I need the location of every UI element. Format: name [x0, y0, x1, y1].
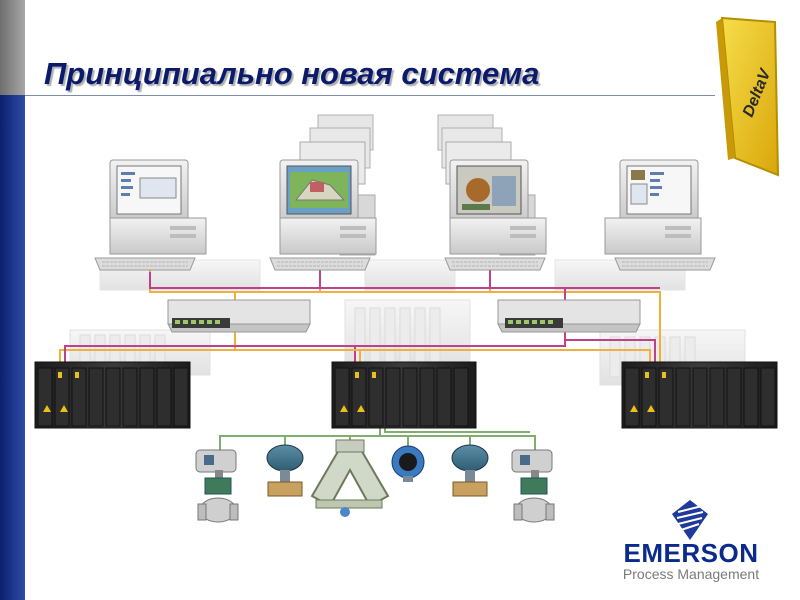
title-divider	[25, 95, 715, 96]
coriolis-flowmeter-icon	[310, 439, 390, 517]
controller-rack-3	[621, 361, 778, 429]
emerson-subtitle: Process Management	[622, 566, 760, 582]
deltav-logo: DeltaV	[716, 16, 780, 177]
sidebar-accent-bar	[0, 95, 25, 600]
network-switch-2	[497, 299, 641, 333]
controller-rack-1	[34, 361, 191, 429]
temperature-transmitter-icon	[391, 445, 425, 482]
control-valve-icon	[511, 449, 555, 523]
control-valve-icon	[195, 449, 239, 523]
ghost-hardware	[69, 259, 746, 386]
emerson-mark-icon	[672, 500, 708, 540]
emerson-wordmark: EMERSON	[623, 538, 759, 568]
workstation-2	[269, 114, 377, 271]
workstation-4	[604, 159, 716, 271]
pressure-transmitter-icon	[266, 444, 304, 497]
slide-title: Принципиально новая система	[44, 56, 540, 91]
controller-rack-2	[331, 361, 477, 429]
workstation-3	[437, 114, 547, 271]
pressure-transmitter-icon	[451, 444, 489, 497]
sidebar-top-bar	[0, 0, 25, 95]
workstation-1	[94, 159, 207, 271]
network-switch-1	[167, 299, 311, 333]
emerson-logo: EMERSON Process Management	[606, 500, 776, 590]
